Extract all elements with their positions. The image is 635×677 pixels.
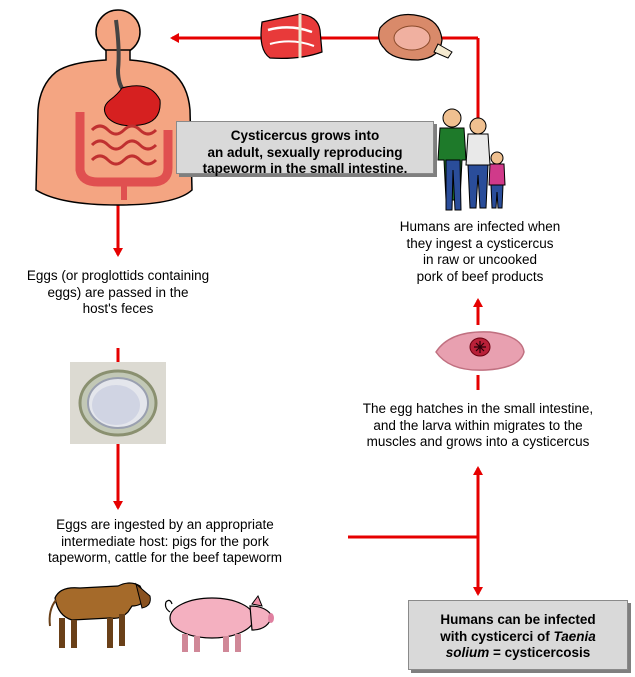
- egg-hatches-line-2: and the larva within migrates to the: [322, 418, 634, 435]
- cysticercosis-box: Humans can be infected with cysticerci o…: [408, 600, 628, 670]
- eggs-ingested-line-2: intermediate host: pigs for the pork: [2, 534, 328, 551]
- eggs-ingested-line-3: tapeworm, cattle for the beef tapeworm: [2, 550, 328, 567]
- egg-hatches-line-3: muscles and grows into a cysticercus: [322, 434, 634, 451]
- cysticercosis-line-3: solium = cysticercosis: [409, 645, 627, 662]
- taenia-genus-text: Taenia: [554, 629, 596, 644]
- adult-box-line-1: Cysticercus grows into: [177, 128, 433, 145]
- adult-tapeworm-box: Cysticercus grows into an adult, sexuall…: [176, 121, 434, 174]
- adult-box-line-3: tapeworm in the small intestine.: [177, 161, 433, 178]
- eggs-ingested-caption: Eggs are ingested by an appropriate inte…: [2, 517, 328, 567]
- eggs-ingested-line-1: Eggs are ingested by an appropriate: [2, 517, 328, 534]
- solium-species-text: solium: [446, 645, 490, 660]
- humans-infected-line-4: pork of beef products: [340, 269, 620, 286]
- humans-infected-line-2: they ingest a cysticercus: [340, 236, 620, 253]
- egg-hatches-line-1: The egg hatches in the small intestine,: [322, 401, 634, 418]
- cysticercosis-term-text: = cysticercosis: [489, 645, 590, 660]
- cysticercosis-line-2-text: with cysticerci of: [440, 629, 553, 644]
- eggs-passed-line-3: host's feces: [0, 301, 248, 318]
- humans-infected-caption: Humans are infected when they ingest a c…: [340, 219, 620, 285]
- eggs-passed-caption: Eggs (or proglottids containing eggs) ar…: [0, 268, 248, 318]
- eggs-passed-line-2: eggs) are passed in the: [0, 285, 248, 302]
- humans-infected-line-1: Humans are infected when: [340, 219, 620, 236]
- cysticercosis-line-2: with cysticerci of Taenia: [409, 629, 627, 646]
- cysticercosis-line-1: Humans can be infected: [409, 612, 627, 629]
- adult-box-line-2: an adult, sexually reproducing: [177, 145, 433, 162]
- eggs-passed-line-1: Eggs (or proglottids containing: [0, 268, 248, 285]
- humans-infected-line-3: in raw or uncooked: [340, 252, 620, 269]
- egg-hatches-caption: The egg hatches in the small intestine, …: [322, 401, 634, 451]
